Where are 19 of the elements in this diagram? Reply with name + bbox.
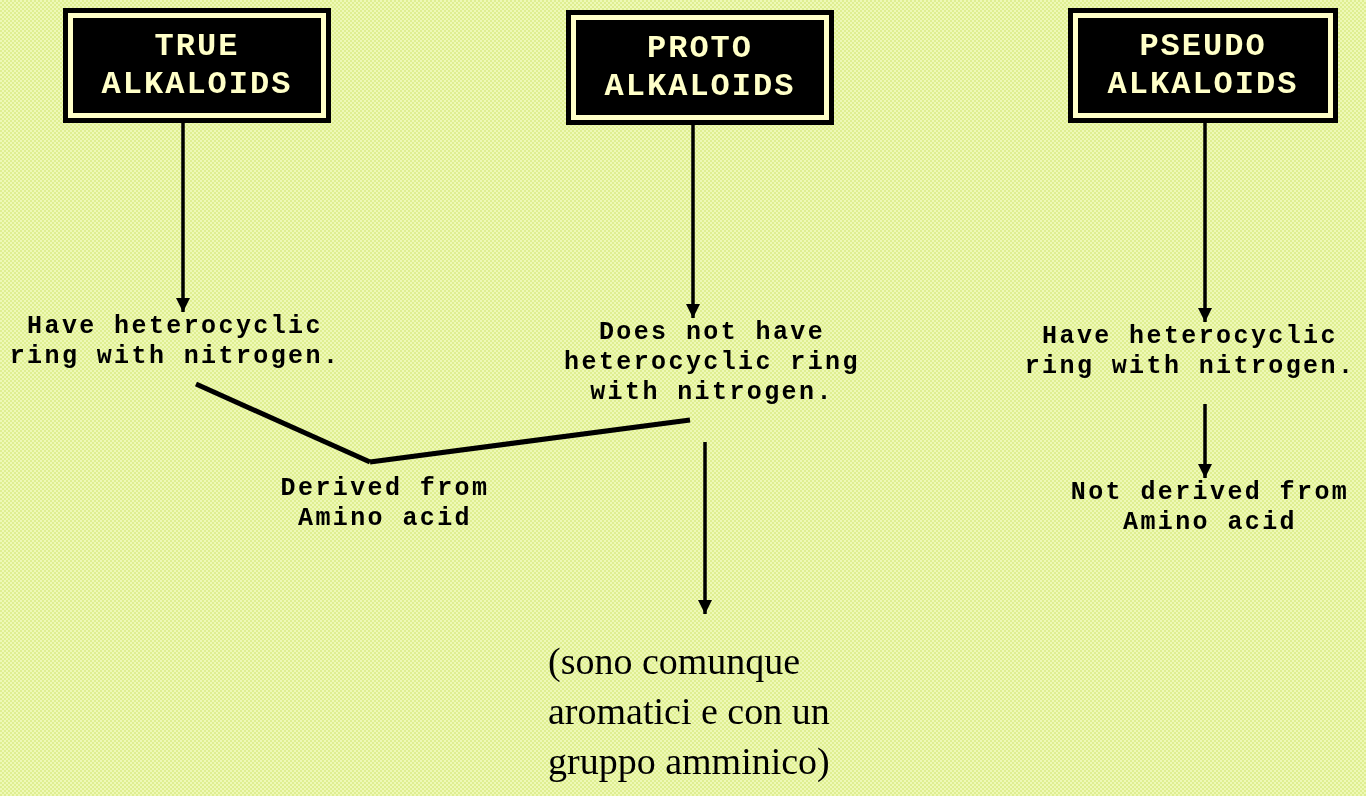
arrow (686, 125, 700, 318)
description-text: Have heterocyclic ring with nitrogen. (8, 312, 342, 372)
connector-line (194, 381, 372, 465)
title-box (1068, 8, 1338, 123)
arrow (698, 442, 712, 614)
description-text: Does not have heterocyclic ring with nitrogen. (563, 318, 861, 408)
description-text: Derived from Amino acid (279, 474, 491, 534)
arrow (1198, 404, 1212, 478)
description-text: Not derived from Amino acid (1069, 478, 1351, 538)
connector-line (369, 417, 691, 465)
description-text: Have heterocyclic ring with nitrogen. (1023, 322, 1357, 382)
title-box (63, 8, 331, 123)
arrow (1198, 123, 1212, 322)
arrow (176, 123, 190, 312)
category-title: PSEUDO ALKALOIDS (1106, 27, 1300, 104)
category-title: TRUE ALKALOIDS (100, 27, 294, 104)
category-title: PROTO ALKALOIDS (603, 29, 797, 106)
description-text: (sono comunque aromatici e con un gruppo amminico) (548, 639, 831, 784)
title-box (566, 10, 834, 125)
